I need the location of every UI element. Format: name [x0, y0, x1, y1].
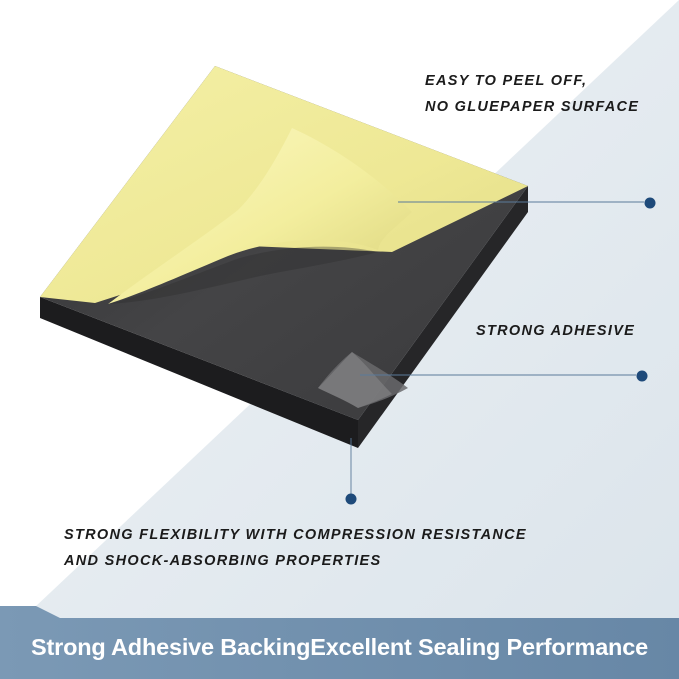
- callout-strong-adhesive-line-1: STRONG ADHESIVE: [476, 323, 636, 339]
- callout-peel-off-line-2: NO GLUEPAPER SURFACE: [425, 99, 640, 115]
- callout-dot-2: [636, 370, 648, 382]
- curl-shadow: [108, 246, 378, 304]
- bottom-banner: [0, 606, 679, 679]
- peeled-paper-curl: [108, 128, 412, 304]
- banner-title: Strong Adhesive BackingExcellent Sealing…: [31, 634, 648, 660]
- callout-flexibility: STRONG FLEXIBILITY WITH COMPRESSION RESI…: [64, 522, 527, 574]
- adhesive-film-highlight: [318, 352, 392, 408]
- callout-flexibility-line-1: STRONG FLEXIBILITY WITH COMPRESSION RESI…: [64, 527, 527, 543]
- callout-dot-1: [644, 197, 656, 209]
- callout-peel-off-line-1: EASY TO PEEL OFF,: [425, 73, 588, 89]
- callout-strong-adhesive: STRONG ADHESIVE: [476, 318, 635, 344]
- callout-dot-3: [345, 493, 357, 505]
- foam-left-side: [40, 297, 358, 448]
- callout-flexibility-line-2: AND SHOCK-ABSORBING PROPERTIES: [64, 553, 382, 569]
- callout-peel-off: EASY TO PEEL OFF, NO GLUEPAPER SURFACE: [425, 68, 639, 120]
